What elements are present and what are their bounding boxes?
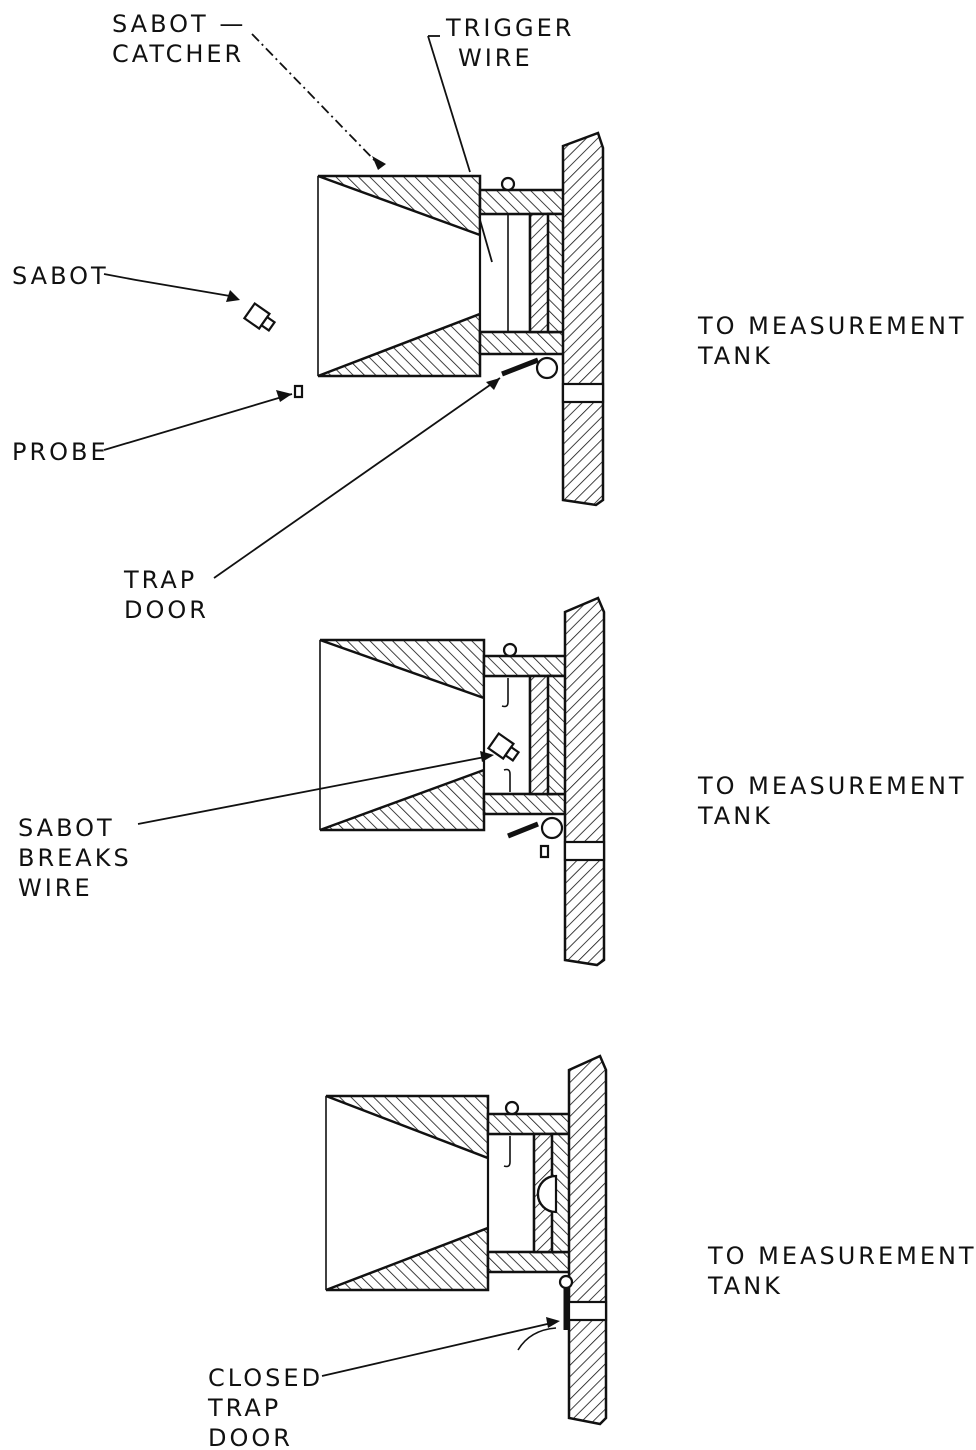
probe-marker	[293, 384, 304, 399]
assembly-closed-trap-door: CLOSED TRAP DOOR TO MEASUREMENT TANK	[207, 1054, 976, 1450]
catcher-cone-upper	[317, 174, 482, 237]
probe-curve	[517, 1327, 557, 1351]
label-to-measurement-tank-3: TO MEASUREMENT TANK	[707, 1242, 976, 1300]
trap-door-hinge	[558, 1274, 574, 1290]
catcher-chamber	[486, 1132, 536, 1254]
wire-post-top	[502, 642, 518, 658]
label-to-measurement-tank-1: TO MEASUREMENT TANK	[697, 312, 976, 370]
catcher-cone-upper	[325, 1094, 490, 1160]
wire-post-top	[500, 176, 516, 192]
assembly-sabot-breaks-wire: SABOT BREAKS WIRE TO MEASUREMENT TANK	[18, 596, 976, 967]
tank-port	[561, 382, 605, 404]
top-bracket	[482, 654, 570, 678]
sabot-pocket	[536, 1174, 558, 1214]
label-sabot: SABOT	[12, 262, 109, 290]
tank-wall	[567, 1054, 608, 1426]
bottom-bracket	[482, 792, 570, 816]
catcher-cone-lower	[317, 312, 482, 378]
sabot-projectile	[486, 731, 521, 762]
label-probe: PROBE	[12, 438, 109, 466]
top-bracket	[486, 1112, 576, 1136]
tank-port	[567, 1300, 608, 1322]
tank-wall	[561, 131, 605, 507]
catcher-cone-lower	[319, 768, 486, 832]
catcher-chamber	[478, 212, 532, 334]
broken-wire-lower	[503, 768, 511, 792]
bottom-bracket	[478, 330, 570, 356]
assembly-open-before-impact: SABOT — CATCHER TRIGGER WIRE SABOT PROBE…	[12, 10, 976, 624]
trap-door-hinge	[540, 816, 564, 840]
catcher-cone-lower	[325, 1226, 490, 1292]
trap-door-open	[507, 821, 539, 839]
label-sabot-catcher: SABOT — CATCHER	[112, 10, 257, 68]
bottom-bracket	[486, 1250, 576, 1274]
probe-marker	[539, 844, 550, 859]
label-to-measurement-tank-2: TO MEASUREMENT TANK	[697, 772, 976, 830]
label-trigger-wire: TRIGGER WIRE	[445, 14, 585, 72]
tank-wall	[563, 596, 606, 967]
broken-wire-upper	[503, 1136, 511, 1168]
catcher-chamber	[482, 674, 532, 796]
label-sabot-breaks-wire: SABOT BREAKS WIRE	[18, 814, 142, 902]
tank-port	[563, 840, 606, 862]
label-trap-door: TRAP DOOR	[123, 566, 209, 624]
broken-wire-upper	[501, 678, 509, 708]
trap-door-hinge	[535, 356, 559, 380]
sabot-projectile	[242, 301, 277, 332]
trap-door-open	[501, 357, 539, 377]
wire-post-top	[504, 1100, 520, 1116]
backing-block-outer	[546, 674, 568, 796]
catcher-cone-upper	[319, 638, 486, 700]
label-closed-trap-door: CLOSED TRAP DOOR	[207, 1364, 334, 1450]
top-bracket	[478, 188, 570, 216]
